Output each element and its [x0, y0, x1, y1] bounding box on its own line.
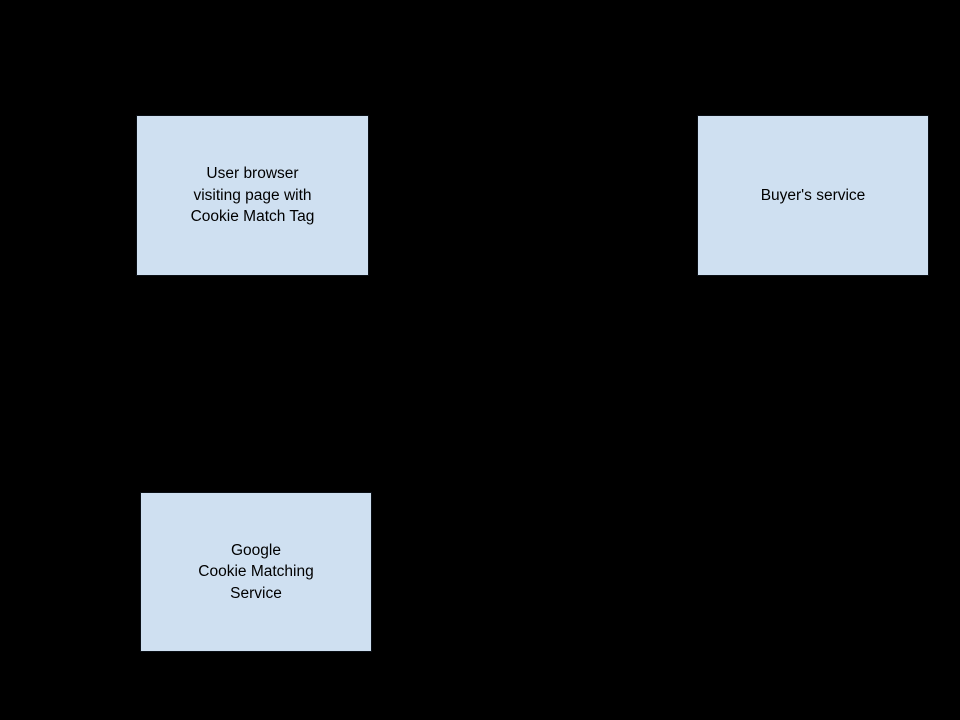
node-google-cookie-matching-service-label: Google Cookie Matching Service	[198, 541, 314, 602]
node-user-browser[interactable]: User browser visiting page with Cookie M…	[136, 115, 369, 276]
node-buyer-service-label: Buyer's service	[760, 186, 866, 204]
node-google-cookie-matching-service[interactable]: Google Cookie Matching Service	[140, 492, 372, 652]
node-buyer-service[interactable]: Buyer's service	[697, 115, 929, 276]
node-user-browser-label: User browser visiting page with Cookie M…	[190, 165, 315, 226]
